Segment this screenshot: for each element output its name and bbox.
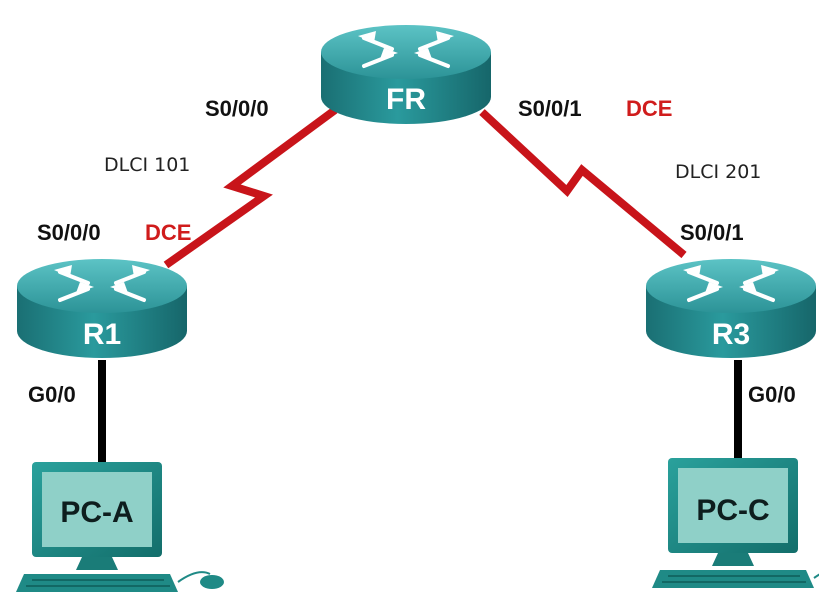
fr-dce-label: DCE [626,96,672,121]
fr-s001-label: S0/0/1 [518,96,582,121]
dlci-201-label: DLCI 201 [675,161,761,183]
router-r3[interactable]: R3 [644,257,818,360]
pc-c[interactable]: PC-C [651,457,819,589]
router-fr[interactable]: FR [319,23,493,126]
pc-a-label: PC-A [60,496,133,529]
pc-a[interactable]: PC-A [15,461,225,593]
r1-g00-label: G0/0 [28,382,76,407]
fr-s000-label: S0/0/0 [205,96,269,121]
router-r1[interactable]: R1 [15,257,189,360]
r3-g00-label: G0/0 [748,382,796,407]
serial-link-fr-r3 [479,109,687,259]
router-r3-label: R3 [712,318,750,351]
router-fr-label: FR [386,83,426,116]
r3-s001-label: S0/0/1 [680,220,744,245]
r1-s000-label: S0/0/0 [37,220,101,245]
router-r1-label: R1 [83,318,121,351]
pc-c-label: PC-C [696,494,769,527]
r1-dce-label: DCE [145,220,191,245]
dlci-101-label: DLCI 101 [104,154,190,176]
serial-link-r1-fr [163,106,338,269]
